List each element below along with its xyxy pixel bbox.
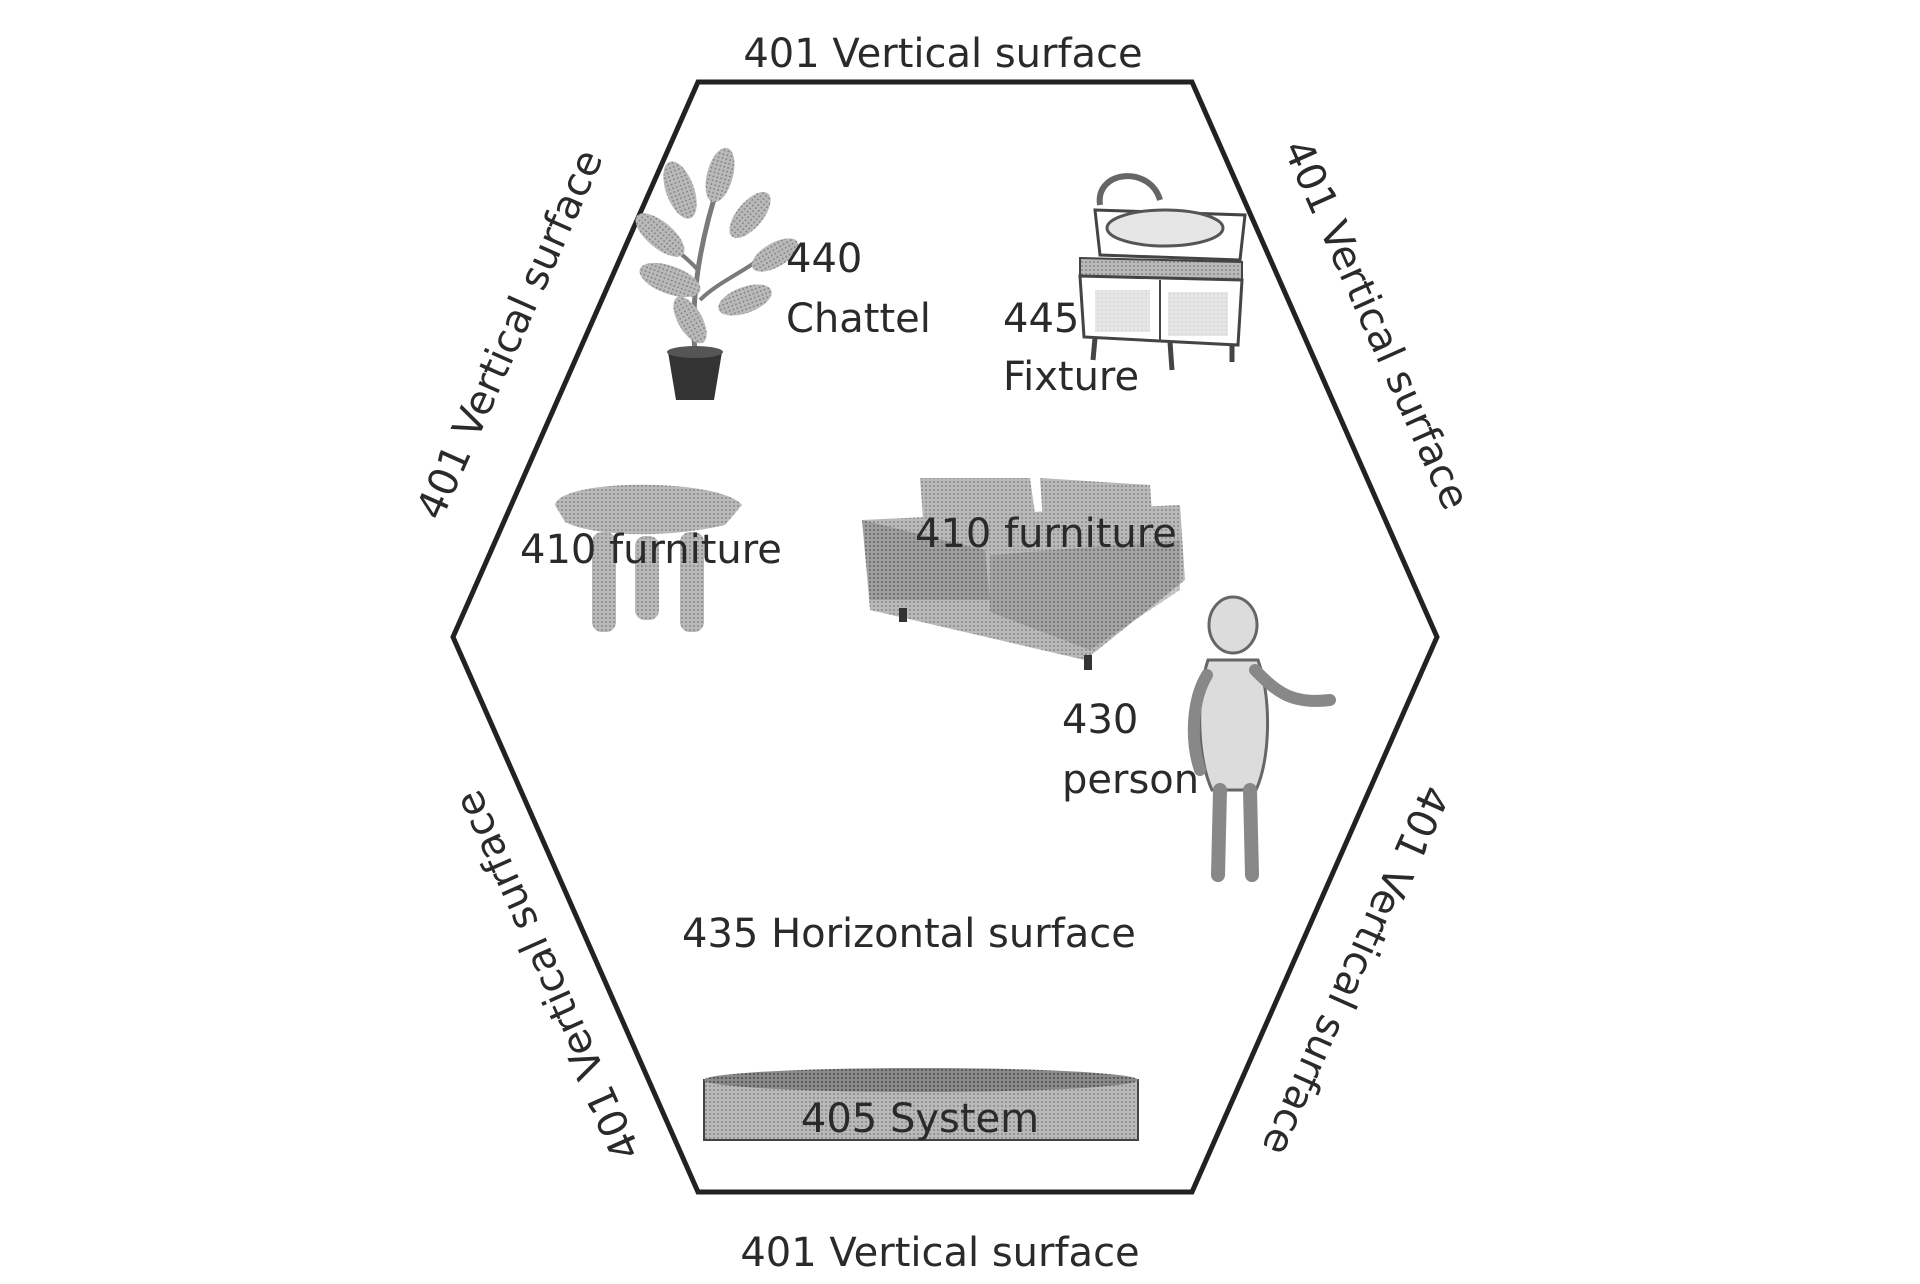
wall-label-lower-left: 401 Vertical surface [446, 784, 650, 1168]
person-name: person [1062, 757, 1199, 803]
wall-label-bottom: 401 Vertical surface [740, 1230, 1139, 1276]
sink-icon [1080, 176, 1245, 370]
fixture-number: 445 [1003, 296, 1079, 342]
table-furniture-label: 410 furniture [520, 527, 782, 573]
wall-label-lower-right: 401 Vertical surface [1253, 779, 1457, 1163]
room-boundary-hexagon [453, 82, 1437, 1192]
sofa-icon [862, 478, 1185, 670]
sofa-furniture-label: 410 furniture [915, 511, 1177, 557]
person-number: 430 [1062, 697, 1138, 743]
chattel-number: 440 [786, 236, 862, 282]
wall-label-top: 401 Vertical surface [743, 31, 1142, 77]
wall-label-upper-left: 401 Vertical surface [408, 143, 612, 527]
chattel-name: Chattel [786, 296, 931, 342]
system-label: 405 System [801, 1096, 1039, 1142]
wall-label-upper-right: 401 Vertical surface [1274, 133, 1478, 517]
fixture-name: Fixture [1003, 354, 1139, 400]
person-icon [1194, 597, 1330, 875]
floor-label: 435 Horizontal surface [682, 911, 1136, 957]
